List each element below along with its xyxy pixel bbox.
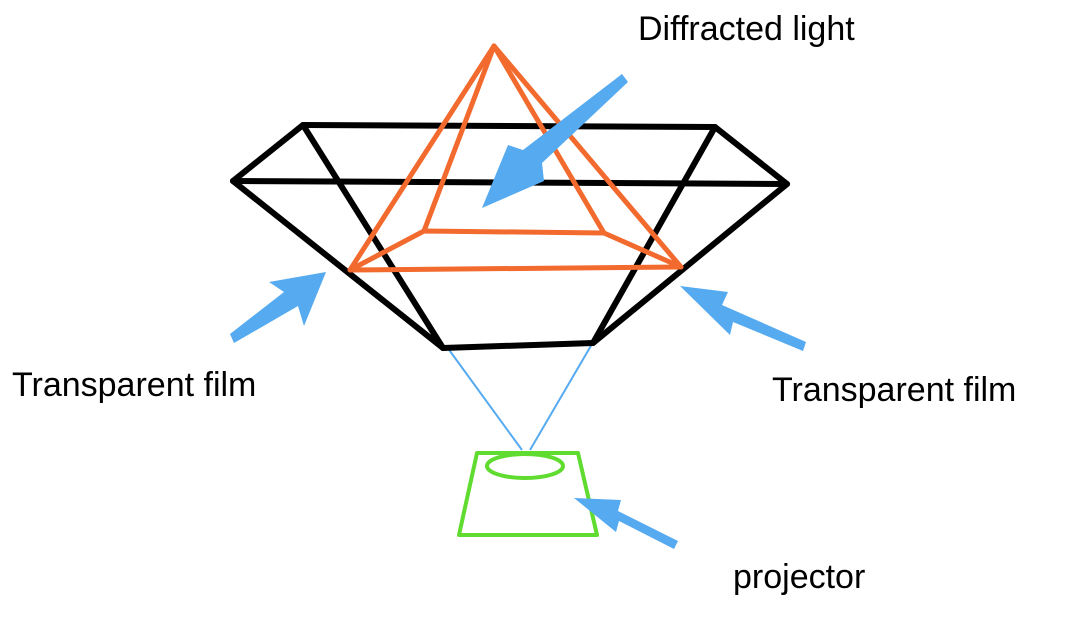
frame-top-left-edge <box>230 122 306 184</box>
arrow-icon <box>230 272 326 343</box>
projector-label: projector <box>733 558 866 596</box>
pyramid-edge-back-left <box>421 43 497 234</box>
projector-body <box>457 451 599 537</box>
pyramid-edge-front-left <box>347 43 497 273</box>
beam-line-left <box>446 346 523 451</box>
arrow-icon <box>574 498 678 549</box>
pointer-arrows <box>230 74 806 549</box>
frame-right-outer-edge <box>590 181 790 346</box>
projector-lens <box>485 452 565 480</box>
frame-left-outer-edge <box>230 178 446 351</box>
arrow-icon <box>482 74 628 208</box>
pyramid-edge-front-right <box>491 43 684 270</box>
diffracted-light-label: Diffracted light <box>638 10 855 48</box>
projector <box>457 451 599 537</box>
beam-line-right <box>529 343 593 451</box>
arrow-icon <box>680 286 806 351</box>
transparent-film-right-label: Transparent film <box>772 371 1017 409</box>
frame-top-right-edge <box>712 124 790 187</box>
pyramid-base <box>347 228 684 273</box>
transparent-film-left-label: Transparent film <box>12 366 257 404</box>
projector-beam <box>446 343 593 451</box>
frame-top-back-edge <box>300 122 718 130</box>
frame-bottom-edge <box>440 340 596 351</box>
